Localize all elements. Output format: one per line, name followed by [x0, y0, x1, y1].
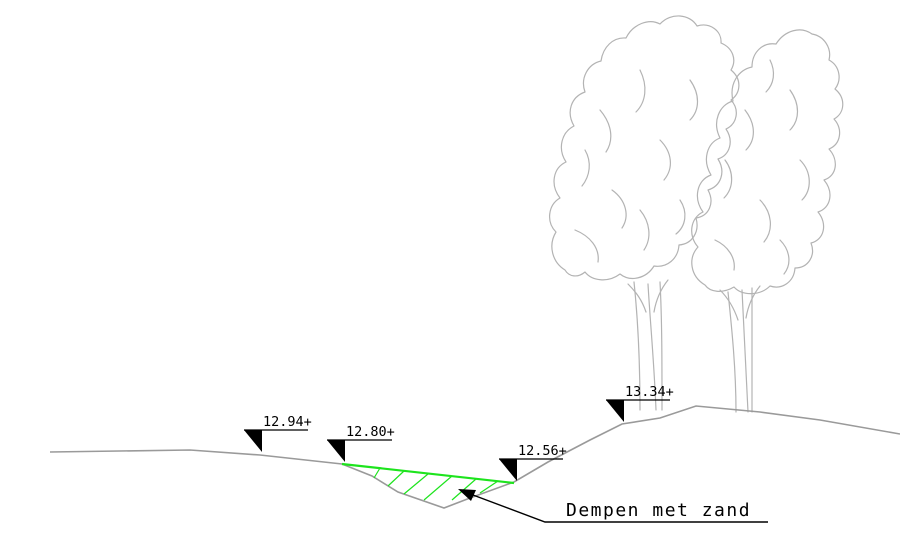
level-marker-ditch-top-left: 12.80+: [327, 424, 395, 462]
level-label: 12.94+: [263, 414, 312, 430]
level-marker-icon: [327, 440, 345, 462]
sand-fill-area: [341, 462, 515, 501]
level-marker-ditch-top-right: 12.56+: [499, 443, 567, 481]
level-marker-icon: [606, 400, 624, 422]
tree-icon: [691, 29, 844, 413]
ground-profile: [49, 405, 900, 509]
level-label: 12.80+: [346, 424, 395, 440]
arrowhead-icon: [458, 489, 476, 501]
annotation-sand-fill: Dempen met zand: [458, 489, 768, 523]
trees-group: [549, 15, 844, 413]
level-marker-embankment-top: 13.34+: [606, 384, 674, 422]
tree-icon: [549, 15, 740, 411]
annotation-label: Dempen met zand: [566, 500, 751, 521]
level-marker-left-bank: 12.94+: [244, 414, 312, 452]
level-label: 12.56+: [518, 443, 567, 459]
level-marker-icon: [499, 459, 517, 481]
level-label: 13.34+: [625, 384, 674, 400]
level-marker-icon: [244, 430, 262, 452]
